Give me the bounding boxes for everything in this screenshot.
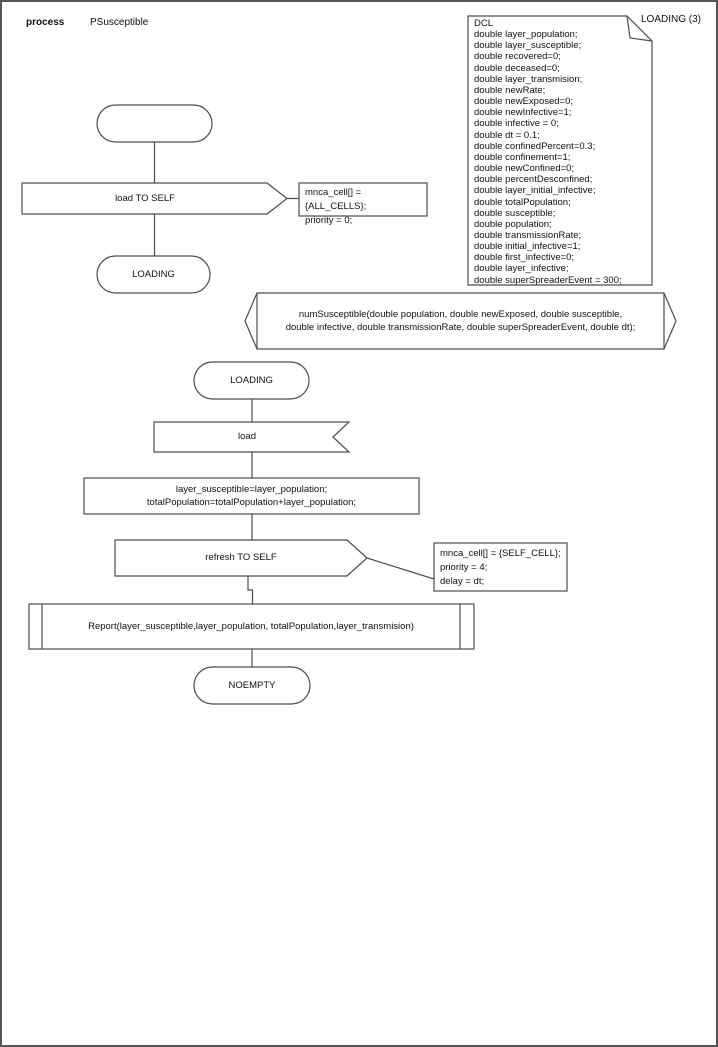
output-load-label: load TO SELF <box>115 192 175 204</box>
procedure-declaration-label: numSusceptible(double population, double… <box>285 308 636 334</box>
state-loading-2-label: LOADING <box>230 374 273 386</box>
page-number-label: LOADING (3) <box>640 14 701 25</box>
declarations-text: DCL double layer_population; double laye… <box>474 18 622 286</box>
task-symbol[interactable] <box>83 477 420 515</box>
task-label: layer_susceptible=layer_population; tota… <box>146 483 357 509</box>
procedure-declaration-symbol[interactable] <box>244 292 677 350</box>
comment-refresh-text: mnca_cell[] = {SELF_CELL}; priority = 4;… <box>440 548 561 587</box>
process-keyword-label: process <box>26 17 65 28</box>
state-noempty-symbol[interactable] <box>193 666 311 705</box>
procedure-call-label: Report(layer_susceptible,layer_populatio… <box>88 620 414 632</box>
input-load-label: load <box>238 431 256 443</box>
comment-refresh-box[interactable] <box>433 542 568 592</box>
input-load-symbol[interactable] <box>153 421 351 453</box>
output-refresh-label: refresh TO SELF <box>205 552 277 564</box>
state-loading-symbol[interactable] <box>96 255 211 294</box>
state-start-symbol[interactable] <box>96 104 213 143</box>
declaration-text-symbol[interactable] <box>467 15 653 286</box>
folded-corner-icon <box>626 15 653 42</box>
state-loading-2-symbol[interactable] <box>193 361 310 400</box>
procedure-call-symbol[interactable] <box>28 603 475 650</box>
state-loading-label: LOADING <box>132 268 175 280</box>
connector-output-to-comment-2 <box>366 557 435 580</box>
output-load-symbol[interactable] <box>21 182 288 215</box>
connector-output-to-proc-call <box>247 576 254 604</box>
comment-load-box[interactable] <box>298 182 428 217</box>
state-noempty-label: NOEMPTY <box>228 679 276 691</box>
process-name-label: PSusceptible <box>90 17 149 28</box>
output-refresh-symbol[interactable] <box>114 539 368 577</box>
comment-load-text: mnca_cell[] = {ALL_CELLS}; priority = 0; <box>305 187 367 226</box>
